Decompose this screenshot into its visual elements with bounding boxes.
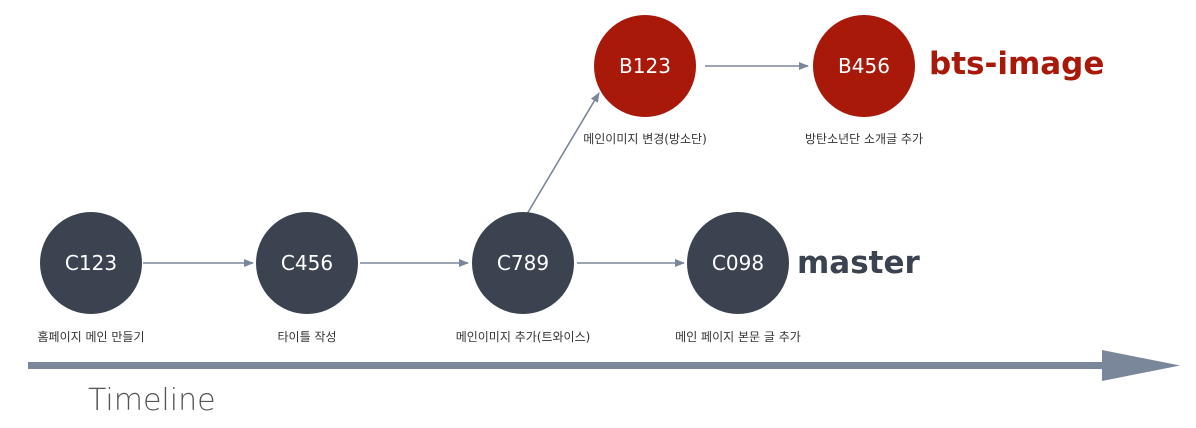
arrow-c789-b123 (526, 92, 600, 215)
branch-tag-bts-image: bts-image (929, 46, 1104, 82)
commit-id-c789: C789 (497, 251, 549, 275)
commit-id-c098: C098 (712, 251, 764, 275)
timeline-label: Timeline (88, 383, 216, 418)
commit-node-b123: B123 (594, 15, 696, 117)
commit-message-c789: 메인이미지 추가(트와이스) (456, 330, 591, 344)
commit-message-c123: 홈페이지 메인 만들기 (38, 330, 145, 344)
commit-node-c098: C098 (687, 212, 789, 314)
commit-node-c456: C456 (256, 212, 358, 314)
commit-node-b456: B456 (813, 15, 915, 117)
commit-message-c098: 메인 페이지 본문 글 추가 (675, 330, 801, 344)
branch-tag-master: master (797, 245, 921, 281)
commit-message-b456: 방탄소년단 소개글 추가 (805, 132, 923, 146)
commit-message-c456: 타이틀 작성 (277, 330, 336, 344)
commit-id-c456: C456 (281, 251, 333, 275)
commit-node-c789: C789 (472, 212, 574, 314)
commit-id-b123: B123 (619, 54, 671, 78)
commit-id-c123: C123 (65, 251, 117, 275)
commit-node-c123: C123 (40, 212, 142, 314)
commit-id-b456: B456 (838, 54, 890, 78)
commit-message-b123: 메인이미지 변경(방소단) (583, 132, 707, 146)
timeline-arrow (28, 350, 1180, 381)
